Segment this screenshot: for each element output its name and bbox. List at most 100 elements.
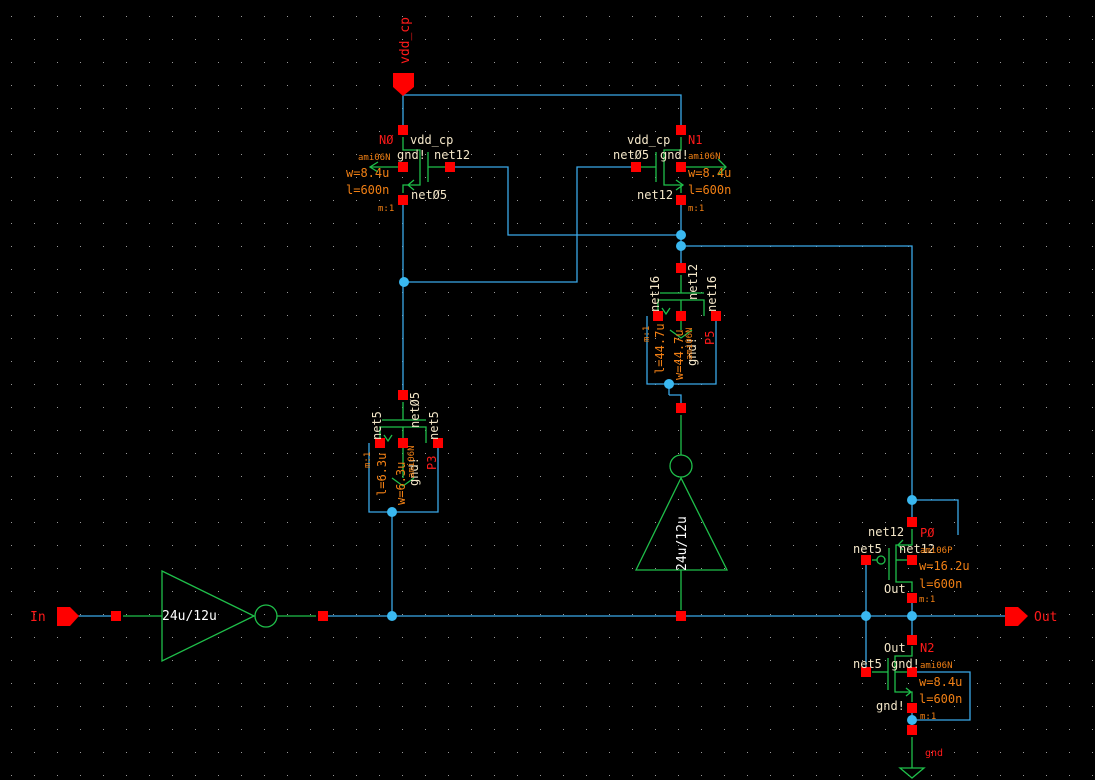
- p0-bulk: net12: [899, 542, 935, 556]
- pin-terminal[interactable]: [676, 611, 686, 621]
- grid-dot: [839, 39, 840, 40]
- grid-dot: [333, 683, 334, 684]
- junction-dot: [387, 611, 397, 621]
- grid-dot: [241, 108, 242, 109]
- grid-dot: [609, 16, 610, 17]
- grid-dot: [954, 338, 955, 339]
- grid-dot: [1069, 154, 1070, 155]
- grid-dot: [379, 775, 380, 776]
- port-vdd-shape[interactable]: [393, 73, 414, 96]
- pin-terminal[interactable]: [907, 703, 917, 713]
- grid-dot: [793, 338, 794, 339]
- pin-terminal[interactable]: [676, 125, 686, 135]
- grid-dot: [954, 453, 955, 454]
- pin-terminal[interactable]: [318, 611, 328, 621]
- pin-terminal[interactable]: [907, 593, 917, 603]
- junction-dot: [907, 715, 917, 725]
- grid-dot: [310, 62, 311, 63]
- grid-dot: [701, 729, 702, 730]
- port-out[interactable]: Out: [1005, 607, 1057, 626]
- pin-terminal[interactable]: [445, 162, 455, 172]
- n2-l: l=600n: [919, 692, 962, 706]
- grid-dot: [540, 775, 541, 776]
- wire-net12-cross[interactable]: [450, 166, 681, 236]
- grid-dot: [1046, 407, 1047, 408]
- grid-dot: [1046, 476, 1047, 477]
- pin-terminal[interactable]: [676, 195, 686, 205]
- grid-dot: [517, 545, 518, 546]
- pin-terminal[interactable]: [907, 725, 917, 735]
- pin-terminal[interactable]: [711, 311, 721, 321]
- pin-terminal[interactable]: [861, 555, 871, 565]
- wire-p5-box[interactable]: [646, 316, 717, 385]
- pin-terminal[interactable]: [398, 390, 408, 400]
- grid-dot: [793, 499, 794, 500]
- grid-dot: [80, 16, 81, 17]
- grid-dot: [494, 591, 495, 592]
- grid-dot: [264, 660, 265, 661]
- transistor-n0[interactable]: [368, 137, 450, 193]
- pin-terminal[interactable]: [676, 162, 686, 172]
- pin-terminal[interactable]: [398, 125, 408, 135]
- inverter-fb[interactable]: [634, 415, 729, 610]
- pin-terminal[interactable]: [398, 162, 408, 172]
- transistor-n1[interactable]: [636, 137, 727, 193]
- wire-n2-bulk[interactable]: [912, 671, 971, 721]
- pin-terminal[interactable]: [398, 438, 408, 448]
- grid-dot: [103, 683, 104, 684]
- port-in[interactable]: In: [30, 607, 79, 626]
- pin-terminal[interactable]: [433, 438, 443, 448]
- grid-dot: [471, 706, 472, 707]
- p3-model: ami06N: [407, 445, 417, 478]
- pin-terminal[interactable]: [907, 667, 917, 677]
- wire-p0-bulk[interactable]: [912, 499, 959, 535]
- grid-dot: [195, 315, 196, 316]
- pin-terminal[interactable]: [861, 667, 871, 677]
- grid-dot: [448, 177, 449, 178]
- grid-dot: [1000, 62, 1001, 63]
- grid-dot: [11, 16, 12, 17]
- wire-net12-to-p0[interactable]: [681, 245, 913, 522]
- pin-terminal[interactable]: [907, 517, 917, 527]
- grid-dot: [678, 591, 679, 592]
- grid-dot: [218, 545, 219, 546]
- inverter-in[interactable]: [123, 569, 316, 663]
- port-in-shape[interactable]: [57, 607, 79, 626]
- grid-dot: [1023, 108, 1024, 109]
- grid-dot: [218, 430, 219, 431]
- grid-dot: [379, 154, 380, 155]
- grid-dot: [977, 476, 978, 477]
- grid-dot: [11, 591, 12, 592]
- grid-dot: [448, 223, 449, 224]
- pin-terminal[interactable]: [907, 635, 917, 645]
- pin-terminal[interactable]: [631, 162, 641, 172]
- grid-dot: [218, 177, 219, 178]
- grid-dot: [977, 39, 978, 40]
- grid-dot: [770, 338, 771, 339]
- wire-p3-box[interactable]: [368, 443, 439, 513]
- grid-dot: [655, 706, 656, 707]
- grid-dot: [908, 683, 909, 684]
- grid-dot: [931, 568, 932, 569]
- pin-terminal[interactable]: [653, 311, 663, 321]
- wire-net05-cross[interactable]: [403, 166, 636, 283]
- pin-terminal[interactable]: [676, 311, 686, 321]
- pin-terminal[interactable]: [375, 438, 385, 448]
- grid-dot: [310, 545, 311, 546]
- pin-terminal[interactable]: [907, 555, 917, 565]
- transistor-p3[interactable]: [379, 402, 427, 487]
- pin-terminal[interactable]: [676, 403, 686, 413]
- grid-dot: [34, 108, 35, 109]
- pin-terminal[interactable]: [398, 195, 408, 205]
- wire-vdd-rail[interactable]: [403, 94, 682, 130]
- pin-terminal[interactable]: [111, 611, 121, 621]
- grid-dot: [310, 315, 311, 316]
- grid-dot: [241, 407, 242, 408]
- p3-l: l=6.3u: [375, 453, 389, 496]
- grid-dot: [218, 16, 219, 17]
- port-out-shape[interactable]: [1005, 607, 1028, 626]
- pin-terminal[interactable]: [676, 263, 686, 273]
- grid-dot: [678, 338, 679, 339]
- port-vdd[interactable]: vdd_cp: [393, 17, 414, 96]
